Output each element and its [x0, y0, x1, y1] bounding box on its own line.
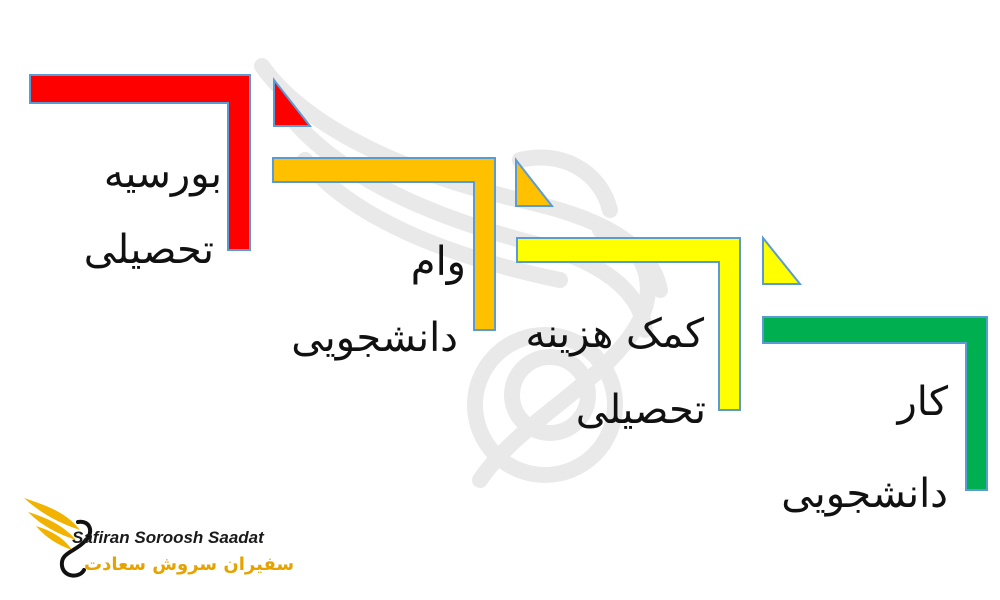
step-2-label-line-2: دانشجویی — [291, 315, 458, 361]
step-3-label-line-1: کمک هزینه — [525, 311, 705, 357]
step-1-arrow-head — [273, 77, 313, 127]
step-1-label-line-1: بورسیه — [103, 151, 222, 197]
brand-name-persian: سفیران سروش سعادت — [84, 554, 295, 575]
step-4-label-line-2: دانشجویی — [781, 471, 948, 517]
step-2-label-line-1: وام — [410, 239, 466, 285]
step-4-label-line-1: کار — [897, 379, 948, 425]
step-2-arrow-bar — [272, 157, 496, 331]
step-4-arrow-bar — [762, 316, 988, 491]
step-2-arrow-head — [515, 157, 555, 207]
brand-name-english: Safiran Soroosh Saadat — [72, 528, 264, 547]
step-3-label-line-2: تحصیلی — [575, 387, 706, 433]
step-1-arrow-bar — [29, 74, 251, 251]
step-3-arrow-head — [762, 235, 803, 285]
step-3-arrow-bar — [516, 237, 741, 411]
step-1-label-line-2: تحصیلی — [83, 227, 214, 273]
logo-wing-icon — [24, 498, 93, 578]
